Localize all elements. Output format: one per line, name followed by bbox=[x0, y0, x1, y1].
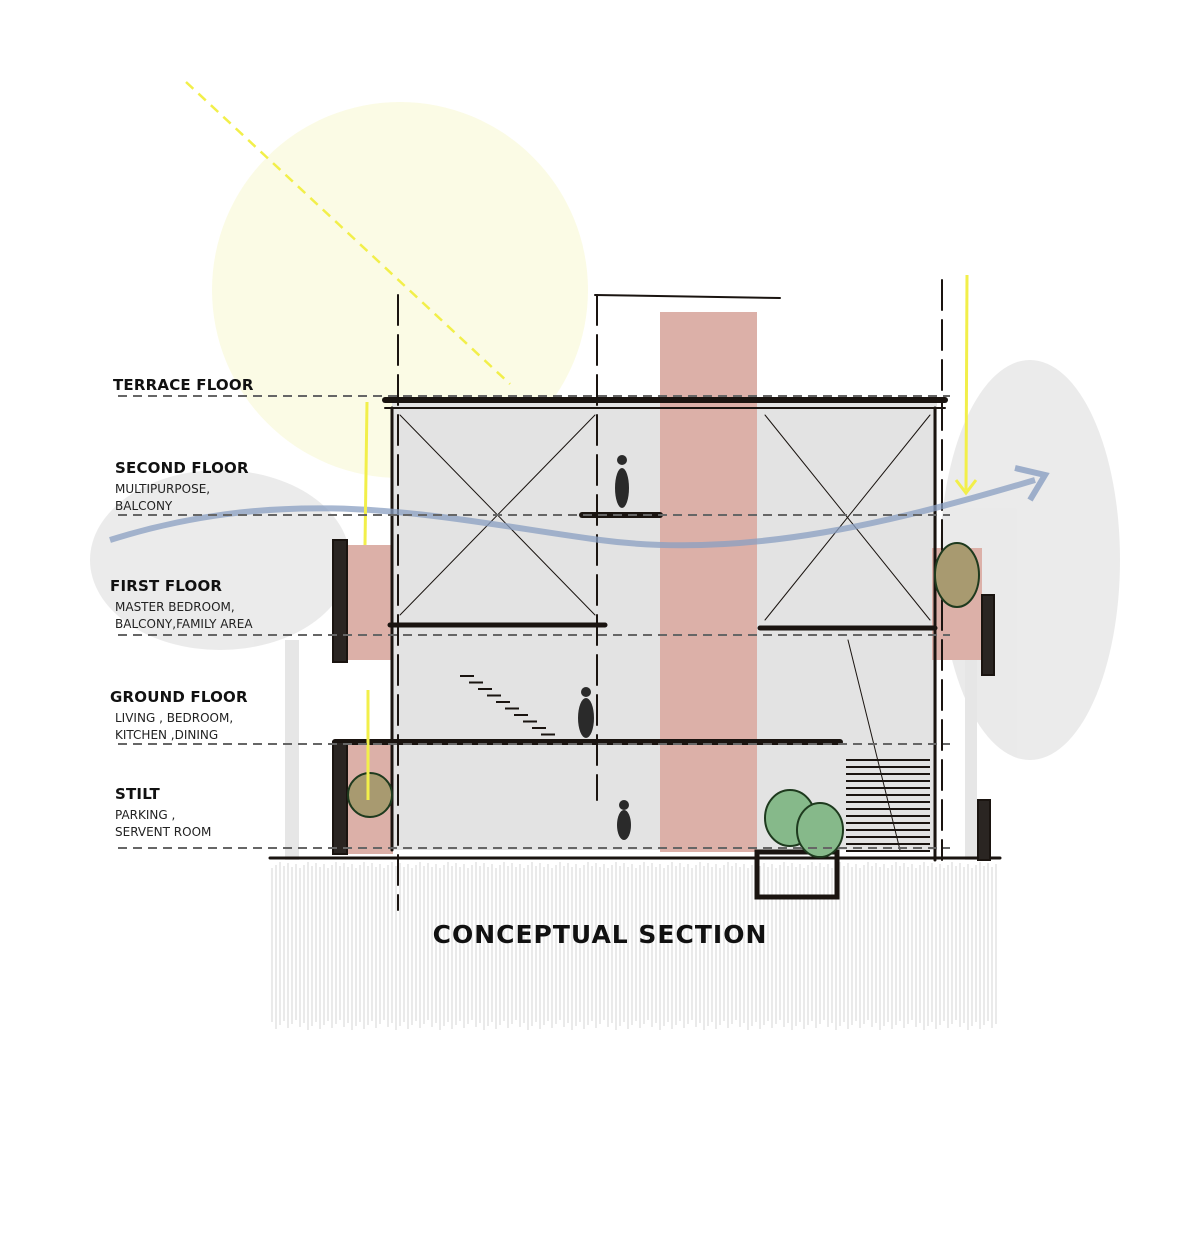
level-name: GROUND FLOOR bbox=[110, 688, 248, 706]
level-desc: MASTER BEDROOM, bbox=[115, 600, 235, 614]
sun bbox=[212, 102, 588, 478]
core-shaft bbox=[660, 312, 757, 852]
level-desc: PARKING , bbox=[115, 808, 176, 822]
level-desc: SERVENT ROOM bbox=[115, 825, 212, 839]
level-desc: BALCONY,FAMILY AREA bbox=[115, 617, 253, 631]
level-terrace: TERRACE FLOOR bbox=[113, 376, 254, 394]
light-arrow-left bbox=[363, 401, 369, 546]
wind-flow-arrow bbox=[109, 477, 1036, 549]
light-arrowhead-right bbox=[954, 479, 978, 496]
level-name: FIRST FLOOR bbox=[110, 577, 223, 595]
level-first: FIRST FLOOR MASTER BEDROOM, BALCONY,FAMIL… bbox=[110, 577, 253, 633]
stairs bbox=[460, 675, 930, 852]
level-desc: LIVING , BEDROOM, bbox=[115, 711, 234, 725]
level-desc: BALCONY bbox=[115, 499, 173, 513]
planter-trees bbox=[347, 542, 980, 858]
level-name: STILT bbox=[115, 785, 160, 803]
level-stilt: STILT PARKING , SERVENT ROOM bbox=[115, 785, 211, 841]
structure-lines bbox=[268, 279, 1002, 911]
level-lines bbox=[118, 395, 950, 849]
wind-arrowhead bbox=[1014, 465, 1050, 502]
sun-ray bbox=[185, 81, 511, 385]
level-ground: GROUND FLOOR LIVING , BEDROOM, KITCHEN ,D… bbox=[110, 688, 248, 744]
level-name: SECOND FLOOR bbox=[115, 459, 249, 477]
level-second: SECOND FLOOR MULTIPURPOSE, BALCONY bbox=[115, 459, 249, 515]
human-figures bbox=[578, 455, 631, 840]
level-desc: MULTIPURPOSE, bbox=[115, 482, 211, 496]
level-desc: KITCHEN ,DINING bbox=[115, 728, 219, 742]
light-arrow-right bbox=[964, 274, 969, 491]
left-planter-upper bbox=[345, 545, 393, 660]
diagram-title: CONCEPTUAL SECTION bbox=[432, 920, 768, 949]
ground-hatch bbox=[271, 862, 997, 1030]
level-name: TERRACE FLOOR bbox=[113, 376, 254, 394]
